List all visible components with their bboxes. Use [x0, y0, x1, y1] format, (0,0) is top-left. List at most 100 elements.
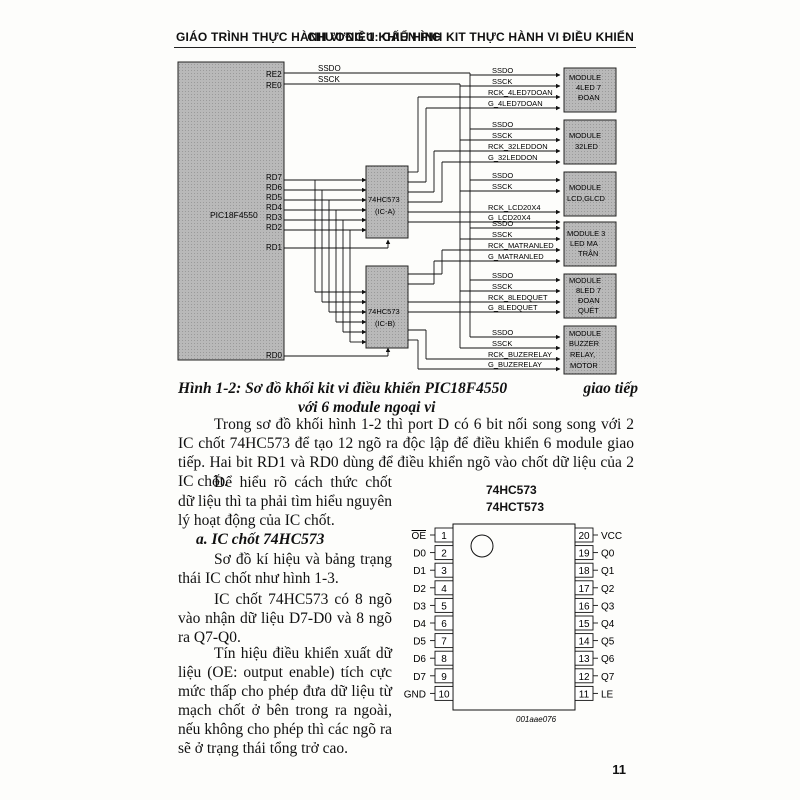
pin-label: Q6: [601, 654, 615, 665]
pin-label: Q0: [601, 549, 615, 560]
svg-text:MODULE 3: MODULE 3: [567, 229, 605, 238]
svg-text:RELAY,: RELAY,: [570, 350, 595, 359]
svg-text:MOTOR: MOTOR: [570, 361, 598, 370]
pin-label: GND: [404, 689, 426, 700]
pin-label: LE: [601, 689, 614, 700]
mcu-pin-rd2: RD2: [266, 223, 283, 232]
pin-number: 10: [438, 689, 450, 700]
pin-number-box: [434, 527, 454, 543]
svg-text:LED MA: LED MA: [570, 239, 598, 248]
sig-ssck-1: SSCK: [492, 77, 512, 86]
pin-number-box: [434, 545, 454, 561]
pin-number-box: [434, 562, 454, 578]
sig-ssdo-5: SSDO: [492, 271, 513, 280]
sig-ssck-5: SSCK: [492, 282, 512, 291]
pin-number: 15: [578, 619, 590, 630]
module-boxes: MODULE 4LED 7 ĐOẠN MODULE 32LED MODULE L…: [563, 67, 617, 375]
sig-rck-2: RCK_32LEDDON: [488, 142, 548, 151]
svg-text:TRẬN: TRẬN: [578, 249, 598, 258]
sig-ssck-6: SSCK: [492, 339, 512, 348]
module-bus-wires: [460, 72, 561, 351]
mcu-pin-rd1: RD1: [266, 243, 283, 252]
mcu-pin-rd5: RD5: [266, 193, 283, 202]
paragraph-2: Để hiểu rõ cách thức chốt dữ liệu thì ta…: [178, 474, 392, 529]
pin-number: 17: [578, 584, 590, 595]
ic-pin-right: 20 VCC: [574, 527, 622, 543]
pin-label: Q4: [601, 619, 615, 630]
pin-label: Q7: [601, 672, 615, 683]
header-rule: [174, 47, 636, 48]
running-header-left: GIÁO TRÌNH THỰC HÀNH VI ĐIỀU KHIỂN PIC: [176, 30, 441, 44]
pin-label: D6: [413, 654, 426, 665]
pin-number: 9: [441, 672, 447, 683]
ic-pin-left: GND 10: [404, 685, 454, 701]
sig-g-1: G_4LED7DOAN: [488, 99, 543, 108]
mcu-name: PIC18F4550: [210, 210, 258, 220]
mcu-pin-rd4: RD4: [266, 203, 283, 212]
svg-text:LCD,GLCD: LCD,GLCD: [567, 194, 606, 203]
pin-number: 12: [578, 672, 590, 683]
latch-output-wires: [408, 94, 561, 372]
svg-text:ĐOẠN: ĐOẠN: [578, 93, 600, 102]
mcu-pin-rd7: RD7: [266, 173, 283, 182]
pin-number: 6: [441, 619, 447, 630]
pin-label: Q5: [601, 637, 615, 648]
pin-label: Q3: [601, 601, 615, 612]
pin-label: D5: [413, 637, 426, 648]
subheading-ic-chot: a. IC chốt 74HC573: [196, 531, 325, 548]
sig-rck-3: RCK_LCD20X4: [488, 203, 541, 212]
pin-number: 8: [441, 654, 447, 665]
latch-b-name: 74HC573: [368, 307, 400, 316]
pin-number-box: [434, 597, 454, 613]
bus-label-ssdo: SSDO: [318, 64, 341, 73]
sig-g-6: G_BUZERELAY: [488, 360, 542, 369]
sig-ssck-4: SSCK: [492, 230, 512, 239]
mcu-pin-rd6: RD6: [266, 183, 283, 192]
pin-number: 7: [441, 637, 447, 648]
pin-label: VCC: [601, 531, 622, 542]
module-signal-labels: SSDO SSCK RCK_4LED7DOAN G_4LED7DOAN SSDO…: [488, 66, 554, 369]
caption-line-2: với 6 module ngoại vi: [298, 399, 436, 416]
svg-text:MODULE: MODULE: [569, 183, 601, 192]
bus-label-ssck: SSCK: [318, 75, 340, 84]
paragraph-1: Trong sơ đồ khối hình 1-2 thì port D có …: [178, 416, 634, 490]
svg-text:MODULE: MODULE: [569, 329, 601, 338]
latch-ic-b: [365, 265, 409, 349]
module-lcd-glcd: MODULE LCD,GLCD: [563, 171, 617, 217]
pin-number: 20: [578, 531, 590, 542]
pin-label: D0: [413, 549, 426, 560]
sig-rck-6: RCK_BUZERELAY: [488, 350, 552, 359]
pin-label: D4: [413, 619, 426, 630]
svg-text:32LED: 32LED: [575, 142, 599, 151]
ic-figure-code: 001aae076: [516, 715, 557, 724]
pin-label: D1: [413, 566, 426, 577]
svg-text:MODULE: MODULE: [569, 131, 601, 140]
latch-b-tag: (IC-B): [375, 319, 395, 328]
mcu-pin-rd0: RD0: [266, 351, 283, 360]
page-number: 11: [612, 762, 626, 777]
svg-text:4LED 7: 4LED 7: [576, 83, 601, 92]
mcu-pin-re2: RE2: [266, 70, 282, 79]
svg-text:8LED 7: 8LED 7: [576, 286, 601, 295]
pin-number-box: [434, 685, 454, 701]
sig-g-5: G_8LEDQUET: [488, 303, 538, 312]
pin-number: 2: [441, 549, 447, 560]
latch-a-name: 74HC573: [368, 195, 400, 204]
paragraph-3: Sơ đồ kí hiệu và bảng trạng thái IC chốt…: [178, 551, 392, 587]
sig-ssdo-4: SSDO: [492, 219, 513, 228]
pin-number: 5: [441, 601, 447, 612]
mcu-block: [177, 61, 285, 361]
pin1-marker-circle: [470, 534, 494, 558]
sig-ssdo-2: SSDO: [492, 120, 513, 129]
pin-number-box: [434, 615, 454, 631]
sig-g-3: G_LCD20X4: [488, 213, 531, 222]
